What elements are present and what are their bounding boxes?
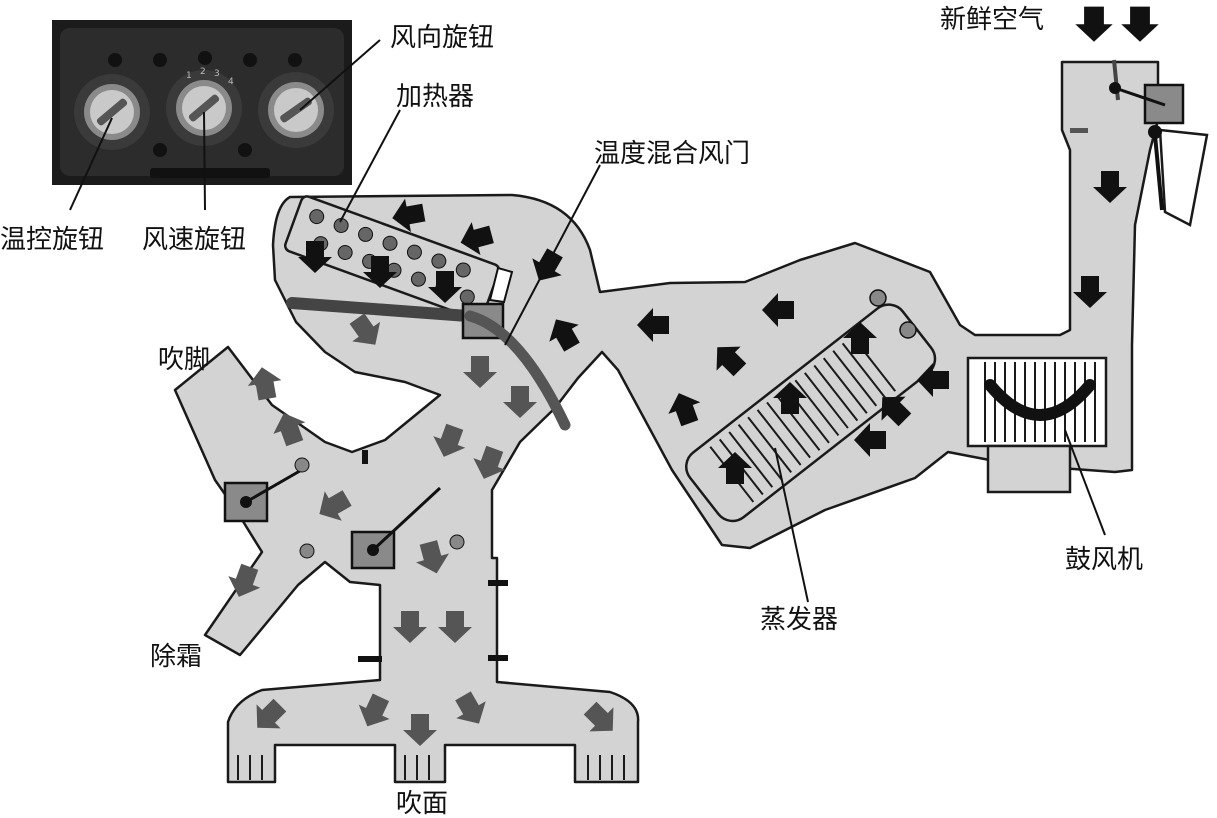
temp-knob[interactable] xyxy=(74,74,150,150)
air-direction-knob[interactable] xyxy=(258,72,334,148)
label-face: 吹面 xyxy=(396,789,448,818)
speed-mark-2: 2 xyxy=(200,67,206,77)
labels: 温控旋钮 风速旋钮 风向旋钮 加热器 温度混合风门 新鲜空气 吹脚 除霜 吹面 … xyxy=(0,5,1143,818)
fresh-air-door xyxy=(1070,59,1185,211)
speed-mark-4: 4 xyxy=(228,77,234,87)
label-temp-knob: 温控旋钮 xyxy=(0,225,104,255)
label-evaporator: 蒸发器 xyxy=(760,605,838,635)
foot-defrost-door xyxy=(223,457,315,559)
blend-door xyxy=(461,302,571,431)
duct-body xyxy=(173,60,1209,784)
label-air-direction-knob: 风向旋钮 xyxy=(390,23,494,53)
control-panel-photo: 1 2 3 4 xyxy=(52,20,352,185)
fan-speed-knob[interactable]: 1 2 3 4 xyxy=(166,67,242,146)
label-fresh-air: 新鲜空气 xyxy=(940,5,1044,35)
label-heater: 加热器 xyxy=(396,82,474,112)
blower-housing xyxy=(966,356,1108,448)
label-blower: 鼓风机 xyxy=(1065,545,1143,575)
label-blend-door: 温度混合风门 xyxy=(594,139,750,169)
arrow-fresh-air-1 xyxy=(1075,6,1113,42)
face-door xyxy=(350,486,465,570)
label-defrost: 除霜 xyxy=(150,642,202,672)
label-fan-speed-knob: 风速旋钮 xyxy=(142,225,246,255)
dampers xyxy=(223,59,1185,570)
speed-mark-1: 1 xyxy=(186,71,192,81)
arrow-fresh-air-2 xyxy=(1121,6,1159,42)
blower-motor xyxy=(986,444,1072,494)
label-foot: 吹脚 xyxy=(158,345,210,375)
leader-lines xyxy=(69,39,1106,603)
speed-mark-3: 3 xyxy=(214,69,220,79)
intake-flap xyxy=(1158,128,1209,227)
